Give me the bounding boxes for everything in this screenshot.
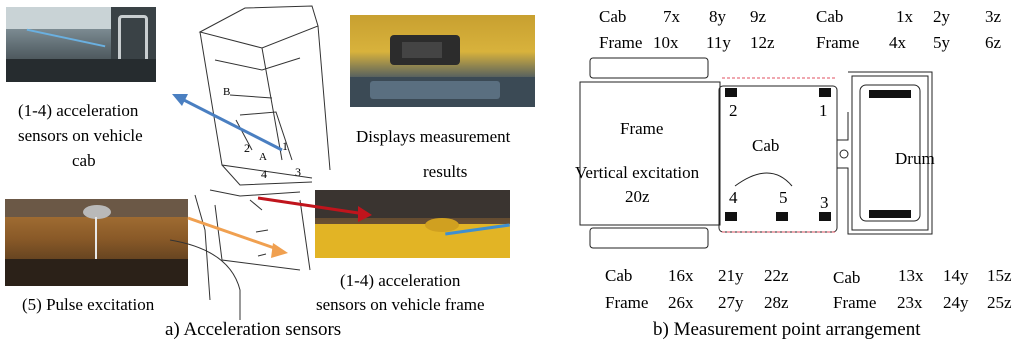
excitation-label-line2: 20z: [625, 187, 650, 206]
br-row2-label: Frame: [833, 293, 877, 312]
point-5: 5: [779, 188, 788, 207]
tr-row2-y: 5y: [933, 33, 950, 52]
tr-row2-x: 4x: [889, 33, 906, 52]
tr-row1-z: 3z: [985, 7, 1002, 26]
tr-row1-label: Cab: [816, 7, 844, 26]
vehicle-line-drawing: B A 1 2 3 4: [169, 5, 372, 320]
bottom-wheel: [589, 227, 709, 249]
br-row2-x: 23x: [897, 293, 923, 312]
drawing-point-4: 4: [261, 167, 267, 181]
frame-label: Frame: [620, 119, 664, 138]
sensor-block-2: [725, 88, 737, 97]
frame-sensors-label-line1: (1-4) acceleration: [340, 271, 461, 290]
drawing-point-2: 2: [244, 141, 250, 155]
cab-label: Cab: [752, 136, 780, 155]
excitation-label-line1: Vertical excitation: [575, 163, 700, 182]
br-row2-z: 25z: [987, 293, 1012, 312]
pulse-excitation-photo: [5, 199, 188, 286]
drum-block-top: [869, 90, 911, 98]
point-4: 4: [729, 188, 738, 207]
br-row1-label: Cab: [833, 268, 861, 287]
drawing-point-b: B: [223, 86, 230, 98]
sensor-block-5: [776, 212, 788, 221]
bl-row1-x: 16x: [668, 266, 694, 285]
drawing-point-1: 1: [282, 139, 288, 153]
frame-sensor-photo: [315, 190, 510, 258]
bl-row1-label: Cab: [605, 266, 633, 285]
cab-sensor-photo: [6, 7, 156, 82]
display-label-line2: results: [423, 162, 468, 181]
drum-label: Drum: [895, 149, 935, 168]
tl-row2-z: 12z: [750, 33, 775, 52]
tl-row1-z: 9z: [750, 7, 767, 26]
frame-outline: [579, 81, 721, 226]
left-panel-caption: a) Acceleration sensors: [165, 319, 342, 340]
bl-row2-z: 28z: [764, 293, 789, 312]
drum-frame: [847, 71, 933, 235]
sensor-block-3: [819, 212, 831, 221]
br-row1-x: 13x: [898, 266, 924, 285]
tr-row2-label: Frame: [816, 33, 860, 52]
tl-row2-label: Frame: [599, 33, 643, 52]
bl-row2-x: 26x: [668, 293, 694, 312]
drum-outline: [859, 84, 921, 222]
br-row1-y: 14y: [943, 266, 969, 285]
drawing-point-a: A: [259, 151, 267, 163]
frame-sensors-label-line2: sensors on vehicle frame: [316, 295, 485, 314]
bl-row2-label: Frame: [605, 293, 649, 312]
drum-block-bottom: [869, 210, 911, 218]
cab-sensors-label-line1: (1-4) acceleration: [18, 101, 139, 120]
display-label-line1: Displays measurement: [356, 127, 511, 146]
display-photo: [350, 15, 535, 107]
tl-row1-y: 8y: [709, 7, 726, 26]
point-2: 2: [729, 101, 738, 120]
drawing-point-3: 3: [295, 165, 301, 179]
top-wheel: [589, 57, 709, 79]
tr-row1-y: 2y: [933, 7, 950, 26]
bl-row1-y: 21y: [718, 266, 744, 285]
sensor-block-1: [819, 88, 831, 97]
bl-row1-z: 22z: [764, 266, 789, 285]
sensor-block-4: [725, 212, 737, 221]
measurement-layout-drawing: [579, 57, 933, 249]
bl-row2-y: 27y: [718, 293, 744, 312]
point-1: 1: [819, 101, 828, 120]
point-3: 3: [820, 193, 829, 212]
br-row1-z: 15z: [987, 266, 1012, 285]
tr-row1-x: 1x: [896, 7, 913, 26]
tl-row2-x: 10x: [653, 33, 679, 52]
tr-row2-z: 6z: [985, 33, 1002, 52]
br-row2-y: 24y: [943, 293, 969, 312]
cab-sensors-label-line3: cab: [72, 152, 96, 166]
tl-row1-label: Cab: [599, 7, 627, 26]
right-panel-caption: b) Measurement point arrangement: [653, 319, 921, 340]
tl-row2-y: 11y: [706, 33, 731, 52]
tl-row1-x: 7x: [663, 7, 680, 26]
cab-sensors-label-line2: sensors on vehicle: [18, 126, 143, 145]
pulse-excitation-label: (5) Pulse excitation: [22, 295, 155, 314]
